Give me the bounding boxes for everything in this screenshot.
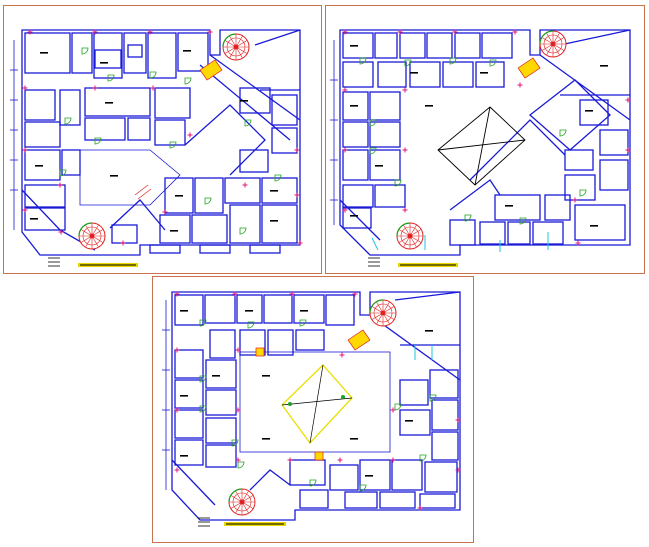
spiral-stair-icon [539,30,567,58]
door-swing-icon [59,47,282,235]
stair-flight [255,329,371,461]
sheet-top-right [325,5,645,274]
left-margin-dims-3 [162,300,170,490]
plan-sheet-1 [21,29,301,256]
plan-sheet-2 [339,29,631,256]
stair-flight [517,57,541,79]
north-arrow-icon [198,517,210,527]
atrium-skylight [281,364,353,445]
atrium-roof [437,106,526,186]
cyan-markings [371,232,549,252]
north-arrow-icon [48,257,60,267]
spiral-stair-icon [228,488,256,516]
spiral-stair-icon [396,222,424,250]
stair-flight [134,59,223,200]
spiral-stair-icon [369,299,397,327]
plan-sheet-3 [171,291,461,521]
spiral-stair-icon [78,222,106,250]
sheet-top-left [3,5,322,274]
column-marker-icon [174,291,461,511]
north-arrow-icon [368,257,380,267]
left-margin-dims-2 [330,40,338,225]
spiral-stair-icon [222,33,250,61]
cyan-markings [414,345,433,360]
left-margin-dims-1 [10,40,18,230]
